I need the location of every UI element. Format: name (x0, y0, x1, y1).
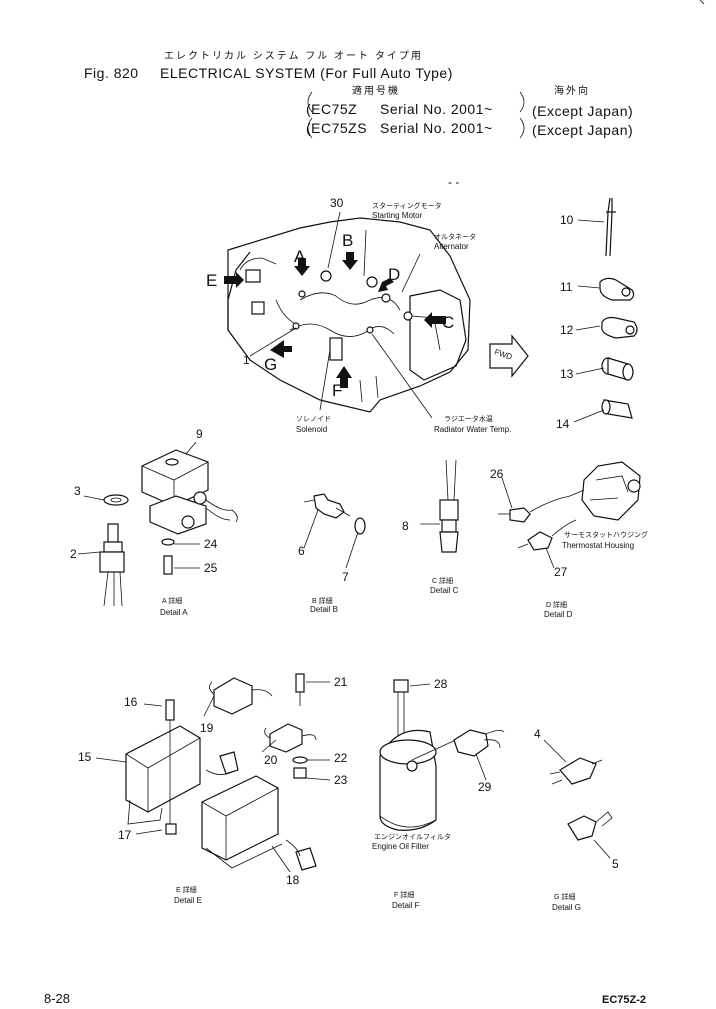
starting-motor-label-jp: スターティングモータ (372, 203, 442, 210)
detail-g-caption: Detail G (552, 903, 581, 912)
view-letter-e: E (206, 271, 218, 290)
view-letter-f: F (332, 381, 343, 400)
detail-c-drawing (420, 459, 459, 553)
view-letter-b: B (342, 231, 354, 250)
view-letter-g: G (264, 355, 278, 374)
callout-24: 24 (204, 537, 218, 551)
callout-20: 20 (264, 753, 278, 767)
alternator-label-jp: オルタネータ (434, 234, 476, 241)
oil-filter-label-jp: エンジンオイルフィルタ (374, 834, 451, 841)
callout-10: 10 (560, 213, 574, 227)
radiator-label: Radiator Water Temp. (434, 425, 512, 434)
callout-11: 11 (560, 280, 573, 294)
callout-14: 14 (556, 417, 570, 431)
callout-22: 22 (334, 751, 348, 765)
callout-16: 16 (124, 695, 138, 709)
callout-12: 12 (560, 323, 574, 337)
thermostat-label: Thermostat Housing (562, 541, 635, 550)
serial-number-2: Serial No. 2001~ (380, 120, 493, 136)
callout-5: 5 (612, 857, 619, 871)
callout-2: 2 (70, 547, 77, 561)
detail-f-drawing (379, 679, 505, 831)
detail-f-caption-jp: F 詳細 (394, 892, 415, 899)
callout-7: 7 (342, 570, 349, 584)
detail-a-caption: Detail A (160, 608, 188, 617)
callout-4: 4 (534, 727, 541, 741)
callout-28: 28 (434, 677, 448, 691)
callout-1: 1 (243, 353, 250, 367)
detail-d-drawing (498, 461, 641, 569)
callout-26: 26 (490, 467, 504, 481)
figure-number: Fig. 820 (84, 65, 139, 81)
serial-model-2: (EC75ZS (306, 120, 368, 136)
thermostat-label-jp: サーモスタットハウジング (564, 532, 648, 539)
detail-b-caption-jp: B 詳細 (312, 598, 333, 605)
callout-19: 19 (200, 721, 214, 735)
callout-25: 25 (204, 561, 218, 575)
callout-8: 8 (402, 519, 409, 533)
serial-model-1: (EC75Z (306, 101, 358, 117)
parts-10-14 (573, 197, 638, 423)
callout-18: 18 (286, 873, 300, 887)
callout-21: 21 (334, 675, 348, 689)
dash-mark: - - (448, 175, 460, 189)
title-japanese: エレクトリカル システム フル オート タイプ用 (164, 51, 423, 62)
detail-f-caption: Detail F (392, 901, 420, 910)
view-letter-a: A (294, 247, 306, 266)
document-code: EC75Z-2 (602, 994, 647, 1006)
detail-g-caption-jp: G 詳細 (554, 894, 576, 901)
callout-6: 6 (298, 544, 305, 558)
view-letter-d: D (388, 265, 401, 284)
detail-g-drawing (543, 739, 613, 859)
detail-c-caption: Detail C (430, 586, 459, 595)
view-letter-c: C (442, 313, 455, 332)
page-number: 8-28 (44, 991, 71, 1006)
callout-23: 23 (334, 773, 348, 787)
callout-15: 15 (78, 750, 92, 764)
starting-motor-label: Starting Motor (372, 211, 423, 220)
callout-29: 29 (478, 780, 492, 794)
serial-region-1: (Except Japan) (532, 103, 634, 119)
engine-overview (224, 211, 529, 419)
callout-30: 30 (330, 196, 344, 210)
detail-c-caption-jp: C 詳細 (432, 578, 453, 585)
detail-e-caption-jp: E 詳細 (176, 887, 197, 894)
serial-number-1: Serial No. 2001~ (380, 101, 493, 117)
applicable-label-jp: 適用号機 (352, 86, 400, 97)
alternator-label: Alternator (434, 242, 469, 251)
detail-b-caption: Detail B (310, 605, 339, 614)
solenoid-label-jp: ソレノイド (296, 416, 331, 423)
detail-e-drawing (95, 673, 331, 873)
detail-d-caption-jp: D 詳細 (546, 602, 567, 609)
detail-a-drawing (77, 441, 238, 607)
detail-d-caption: Detail D (544, 610, 573, 619)
serial-region-2: (Except Japan) (532, 122, 634, 138)
detail-b-drawing (303, 493, 366, 569)
oil-filter-label: Engine Oil Filter (372, 842, 429, 851)
callout-9: 9 (196, 427, 203, 441)
figure-title: ELECTRICAL SYSTEM (For Full Auto Type) (160, 65, 453, 81)
callout-3: 3 (74, 484, 81, 498)
callout-17: 17 (118, 828, 132, 842)
callout-13: 13 (560, 367, 574, 381)
callout-27: 27 (554, 565, 568, 579)
solenoid-label: Solenoid (296, 425, 328, 434)
overseas-label-jp: 海外向 (554, 86, 590, 97)
detail-e-caption: Detail E (174, 896, 203, 905)
detail-a-caption-jp: A 詳細 (162, 598, 183, 605)
radiator-label-jp: ラジエータ水温 (444, 416, 493, 423)
